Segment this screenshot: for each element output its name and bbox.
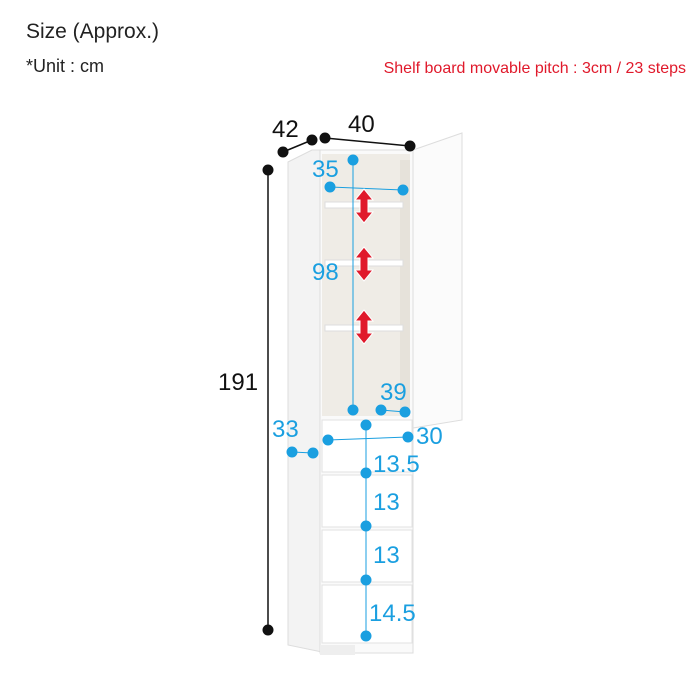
drawer-width-label: 30 [416,423,443,450]
inner-height-label: 98 [312,259,339,286]
double-arrow-icon [353,309,375,345]
width-label: 40 [348,111,375,138]
cabinet [287,132,463,655]
depth-label: 42 [272,116,299,143]
drawer3-height-label: 13 [373,542,400,569]
drawer-depth-label: 33 [272,416,299,443]
title: Size (Approx.) [26,20,160,43]
double-arrow-icon [353,246,375,282]
height-label: 191 [218,369,258,396]
inner-dimensions [286,154,414,642]
outer-dimensions [262,132,416,636]
unit-note: *Unit : cm [26,56,105,76]
double-arrow-icon [353,188,375,224]
drawer1-height-label: 13.5 [373,451,420,478]
drawer2-height-label: 13 [373,489,400,516]
inner-width-bottom-label: 39 [380,379,407,406]
drawer4-height-label: 14.5 [369,600,416,627]
shelf-pitch-note: Shelf board movable pitch : 3cm / 23 ste… [383,60,686,77]
shelf-adjust-arrows [353,188,375,345]
inner-width-top-label: 35 [312,156,339,183]
